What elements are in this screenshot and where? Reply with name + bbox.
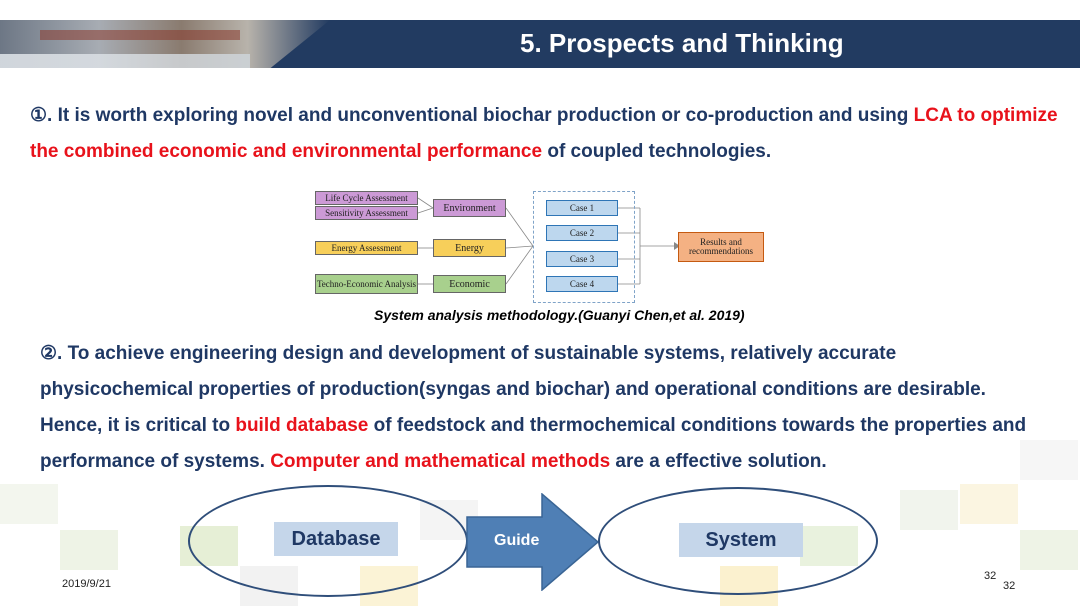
campus-photo	[0, 20, 330, 68]
point-1-text: ①. It is worth exploring novel and uncon…	[30, 105, 914, 126]
methodology-diagram: Life Cycle Assessment Sensitivity Assess…	[300, 186, 780, 306]
diagram-caption: System analysis methodology.(Guanyi Chen…	[374, 307, 745, 323]
point-1-highlight: LCA to optimize the combined economic an…	[30, 105, 1058, 162]
database-label: Database	[274, 522, 398, 556]
photo-snow	[0, 54, 250, 68]
slide-number: 32	[1003, 580, 1016, 592]
economic-box: Economic	[433, 275, 506, 293]
case-3-box: Case 3	[546, 251, 618, 267]
environment-box: Environment	[433, 199, 506, 217]
bg-tile	[0, 484, 58, 524]
bg-tile	[60, 530, 118, 570]
bg-tile	[1020, 440, 1078, 480]
diagram-connectors	[417, 197, 680, 285]
point-2-highlight-database: build database	[235, 415, 369, 436]
energy-box: Energy	[433, 239, 506, 257]
case-1-box: Case 1	[546, 200, 618, 216]
system-label: System	[679, 523, 803, 557]
point-1-paragraph: ①. It is worth exploring novel and uncon…	[30, 98, 1060, 170]
page-number: 32	[984, 570, 997, 582]
case-4-box: Case 4	[546, 276, 618, 292]
guide-arrow-icon	[466, 493, 600, 591]
results-box: Results and recommendations	[678, 232, 764, 262]
point-2-highlight-methods: Computer and mathematical methods	[270, 451, 611, 472]
lca-box: Life Cycle Assessment	[315, 191, 418, 205]
bg-tile	[960, 484, 1018, 524]
bg-tile	[900, 490, 958, 530]
bg-tile	[1020, 530, 1078, 570]
case-2-box: Case 2	[546, 225, 618, 241]
guide-label: Guide	[494, 532, 540, 549]
point-2-paragraph: ②. To achieve engineering design and dev…	[40, 336, 1040, 480]
cases-container	[533, 191, 635, 303]
photo-roof	[40, 30, 240, 40]
point-2-text-a: ②. To achieve engineering design and dev…	[40, 343, 986, 436]
sensitivity-box: Sensitivity Assessment	[315, 206, 418, 220]
system-ellipse	[598, 487, 878, 595]
techno-economic-box: Techno-Economic Analysis	[315, 274, 418, 294]
point-2-text-b: of feedstock and thermochemical conditio…	[40, 415, 1027, 472]
point-2-text-c: are a effective solution.	[610, 451, 827, 472]
energy-assessment-box: Energy Assessment	[315, 241, 418, 255]
point-1-text-end: of coupled technologies.	[542, 141, 772, 162]
footer-date: 2019/9/21	[62, 578, 111, 590]
slide-title: 5. Prospects and Thinking	[520, 28, 844, 58]
